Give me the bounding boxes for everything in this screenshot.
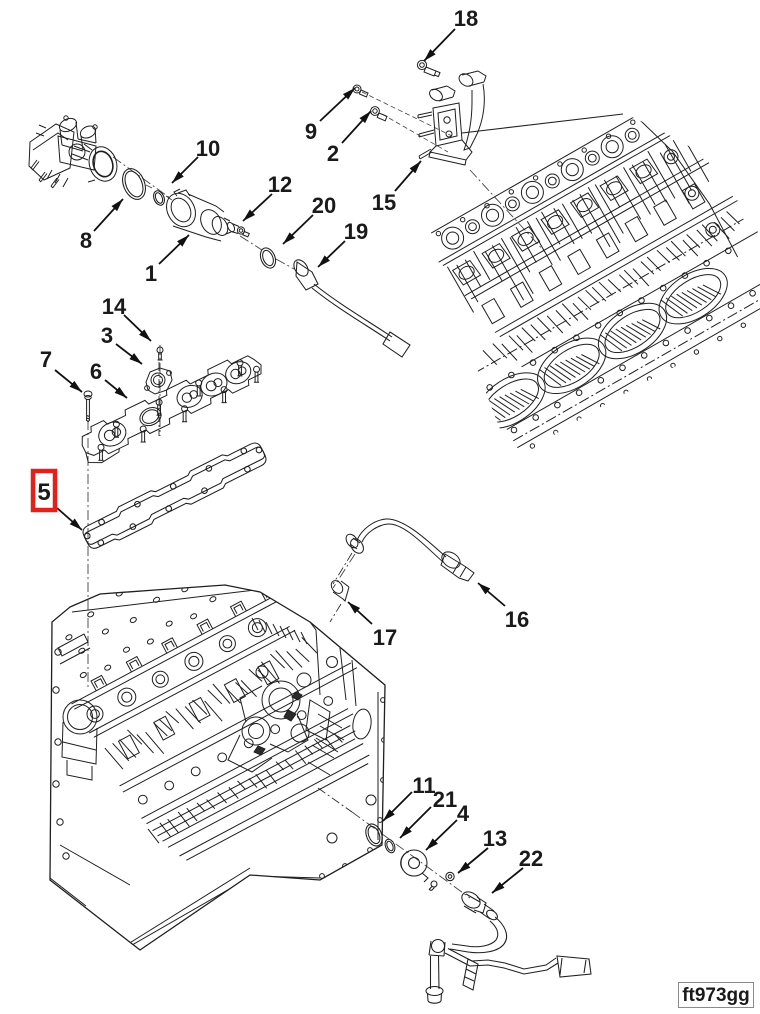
svg-text:5: 5 bbox=[37, 479, 50, 506]
svg-text:17: 17 bbox=[373, 625, 397, 650]
svg-text:6: 6 bbox=[90, 359, 102, 384]
svg-text:21: 21 bbox=[433, 787, 457, 812]
svg-text:10: 10 bbox=[196, 136, 220, 161]
svg-text:15: 15 bbox=[372, 190, 396, 215]
svg-text:22: 22 bbox=[519, 846, 543, 871]
svg-text:19: 19 bbox=[344, 219, 368, 244]
svg-text:14: 14 bbox=[102, 294, 127, 319]
svg-text:18: 18 bbox=[454, 6, 478, 31]
svg-text:1: 1 bbox=[145, 261, 157, 286]
svg-text:13: 13 bbox=[483, 826, 507, 851]
svg-text:7: 7 bbox=[40, 347, 52, 372]
svg-text:8: 8 bbox=[80, 228, 92, 253]
svg-text:12: 12 bbox=[268, 172, 292, 197]
svg-text:11: 11 bbox=[412, 773, 435, 798]
svg-text:ft973gg: ft973gg bbox=[682, 985, 750, 1006]
svg-text:16: 16 bbox=[505, 607, 529, 632]
svg-text:3: 3 bbox=[101, 323, 113, 348]
svg-text:2: 2 bbox=[327, 141, 339, 166]
svg-text:20: 20 bbox=[312, 193, 336, 218]
svg-text:4: 4 bbox=[457, 801, 470, 826]
svg-text:9: 9 bbox=[305, 119, 317, 144]
